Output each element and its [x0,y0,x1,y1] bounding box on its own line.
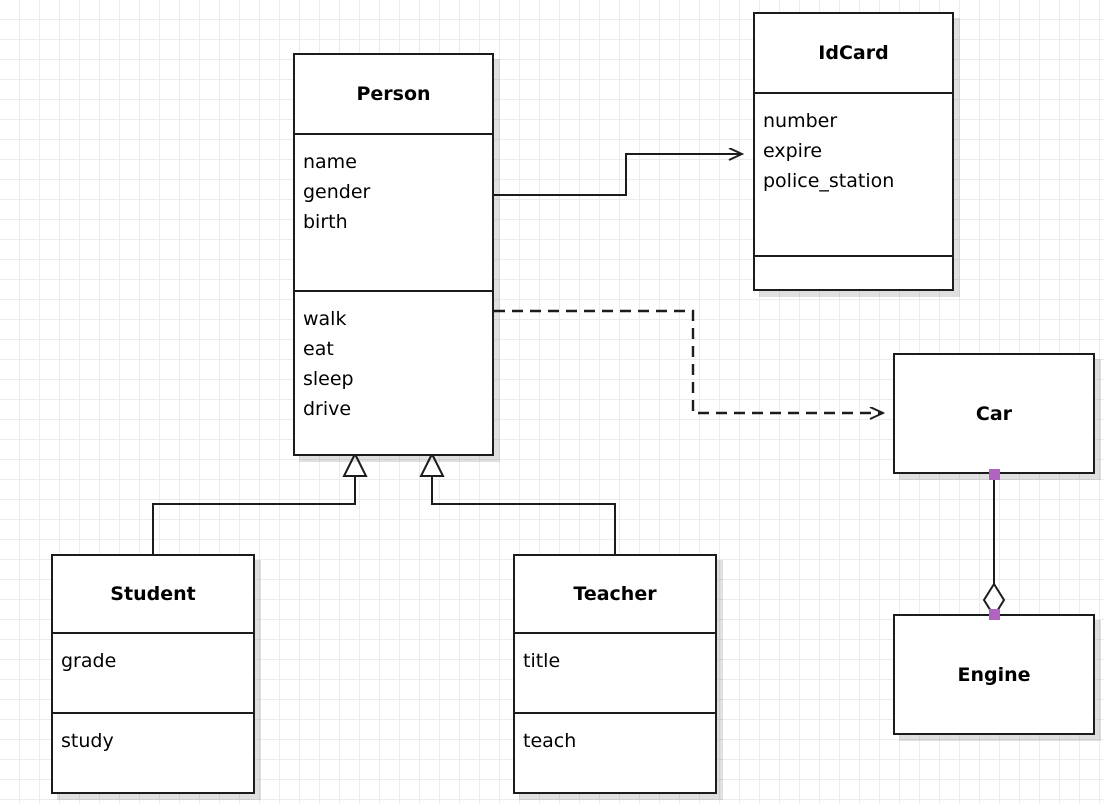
method-item: study [61,730,114,752]
attribute-item: birth [303,211,348,233]
attribute-item: grade [61,650,117,672]
class-name-idcard: IdCard [818,42,889,64]
edge-car-engine [982,474,1006,618]
method-item: walk [303,308,347,330]
attributes-compartment-idcard: number expire police_station [755,92,952,255]
methods-compartment-idcard [755,255,952,289]
class-box-car[interactable]: Car [893,353,1095,474]
attributes-compartment-student: grade [53,632,253,712]
class-box-idcard[interactable]: IdCard number expire police_station [753,12,954,291]
class-name-car: Car [975,402,1013,425]
edge-teacher-person [419,451,616,556]
attribute-item: expire [763,140,823,162]
method-item: teach [523,730,577,752]
attribute-item: gender [303,181,371,203]
class-name-engine: Engine [957,663,1031,686]
class-box-person[interactable]: Person name gender birth walk eat sleep … [293,53,494,456]
attribute-item: number [763,110,838,132]
connection-handle-engine[interactable] [989,609,1000,620]
connection-handle-car[interactable] [989,469,1000,480]
class-name-teacher: Teacher [573,583,657,605]
method-item: sleep [303,368,354,390]
class-name-person: Person [356,83,431,105]
edge-person-idcard [494,154,742,196]
edge-student-person [152,451,368,556]
methods-compartment-person: walk eat sleep drive [295,290,492,454]
class-name-student: Student [110,583,196,605]
methods-compartment-student: study [53,712,253,792]
class-box-engine[interactable]: Engine [893,614,1095,735]
attribute-item: police_station [763,170,895,192]
edge-person-car [494,309,883,413]
methods-compartment-teacher: teach [515,712,715,792]
attributes-compartment-person: name gender birth [295,133,492,290]
method-item: eat [303,338,334,360]
attributes-compartment-teacher: title [515,632,715,712]
attribute-item: title [523,650,561,672]
class-box-teacher[interactable]: Teacher title teach [513,554,717,794]
attribute-item: name [303,151,357,173]
class-box-student[interactable]: Student grade study [51,554,255,794]
method-item: drive [303,398,352,420]
